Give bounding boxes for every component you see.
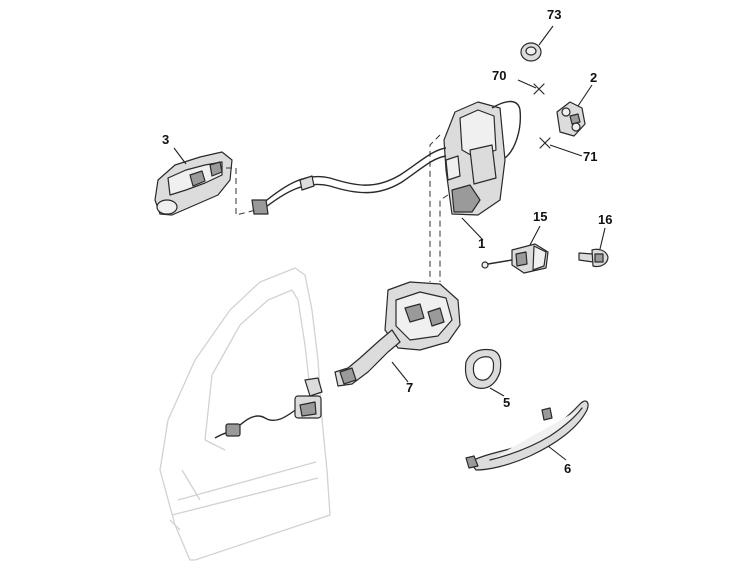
door-wiring-harness [214,377,323,439]
part-6-outer-handle: 6 [465,400,589,476]
part-71-screw: 71 [539,137,597,164]
part-15-lock-cylinder: 15 [481,209,549,274]
front-door-outline [159,267,331,561]
part-3-handle-bracket: 3 [154,132,233,216]
label-71: 71 [583,149,597,164]
part-16-key: 16 [578,212,612,268]
label-15: 15 [533,209,547,224]
assembly-guide-lines [226,134,449,282]
part-1-door-lock: 1 [443,100,522,251]
part-7-lock-module: 7 [334,281,461,395]
part-70-screw: 70 [492,68,545,95]
label-73: 73 [547,7,561,22]
part-73-grommet: 73 [520,7,561,62]
part-2-striker: 2 [556,70,597,137]
label-7: 7 [406,380,413,395]
label-1: 1 [478,236,485,251]
label-3: 3 [162,132,169,147]
label-16: 16 [598,212,612,227]
label-6: 6 [564,461,571,476]
label-5: 5 [503,395,510,410]
control-cable [251,147,447,215]
part-5-gasket: 5 [464,348,510,410]
label-70: 70 [492,68,506,83]
label-2: 2 [590,70,597,85]
